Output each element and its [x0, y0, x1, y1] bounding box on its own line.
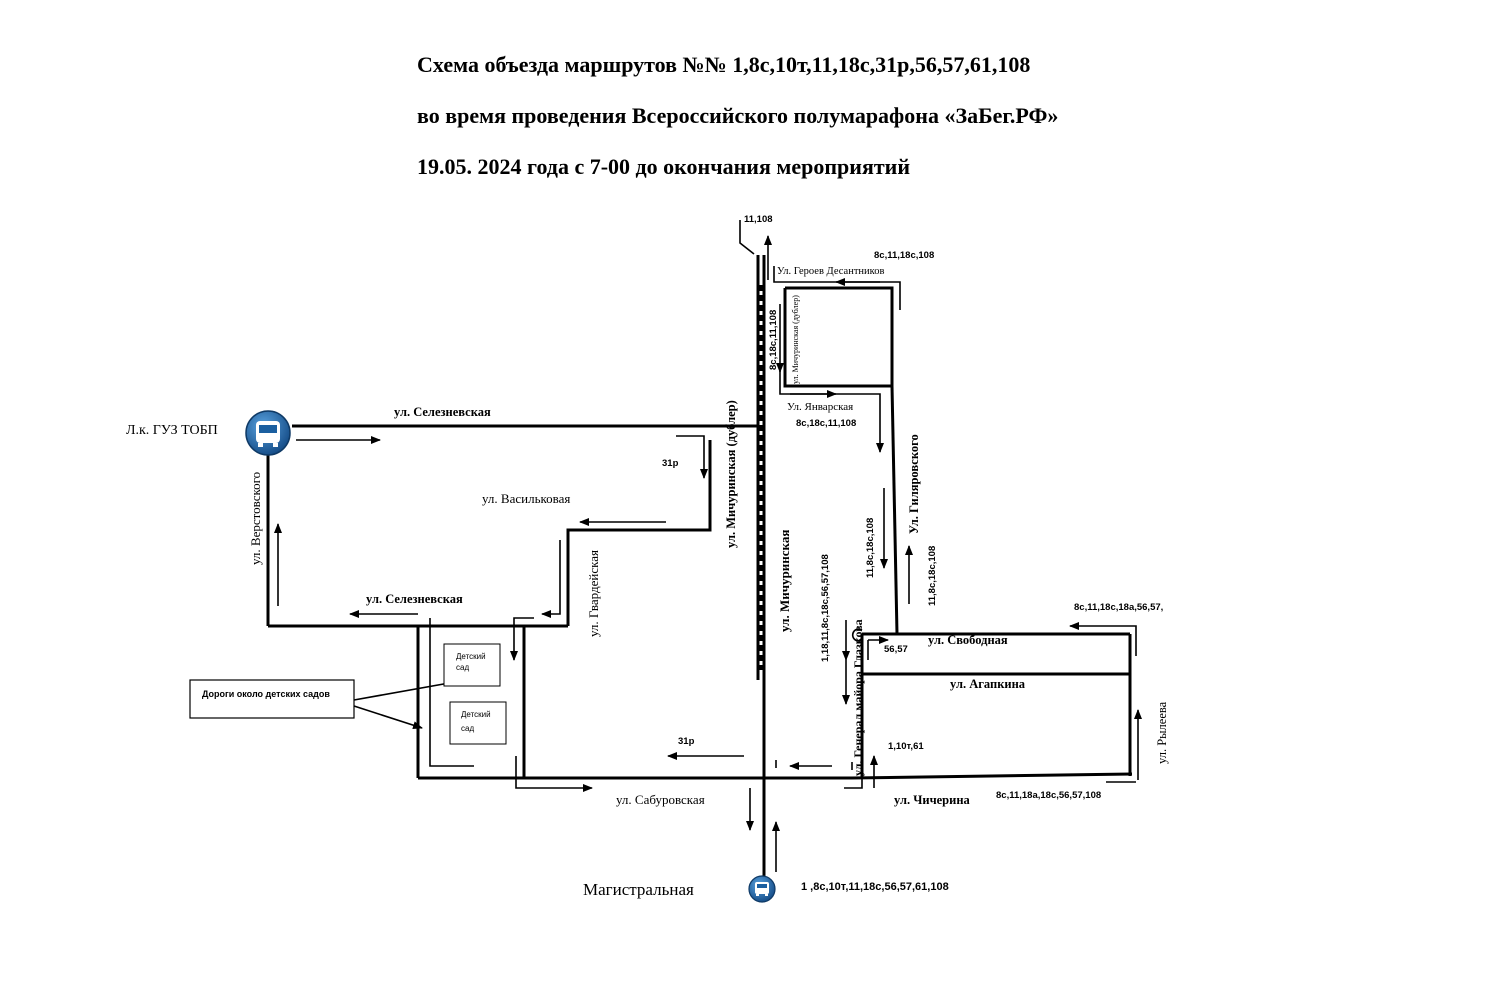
- street-general-glazkova: ул. Генерал майора Глазкова: [851, 619, 865, 776]
- route-arrows: [274, 220, 1142, 872]
- route-label-31p-top: 31р: [662, 458, 679, 469]
- title-line-1: Схема объезда маршрутов №№ 1,8с,10т,11,1…: [417, 52, 1031, 77]
- street-michurinskaya: ул. Мичуринская: [777, 530, 792, 632]
- kindergarten-1: [443, 643, 501, 687]
- title-line-2: во время проведения Всероссийского полум…: [417, 103, 1059, 128]
- pointer-kindergarten-2: [353, 705, 423, 730]
- street-ryleeva: ул. Рылеева: [1155, 701, 1169, 764]
- route-label-31p-bottom: 31р: [678, 736, 695, 747]
- kindergarten-roads-note: [189, 679, 355, 719]
- start-stop-label: Л.к. ГУЗ ТОБП: [126, 423, 218, 438]
- kindergarten-1-label-line2: сад: [456, 663, 469, 672]
- route-label-11-8c-18c-108-a: 11,8с,18с,108: [865, 518, 876, 578]
- route-label-long: 1,18,11,8с,18с,56,57,108: [820, 554, 831, 662]
- arrow-sabourovskaya-east: [515, 756, 593, 792]
- kindergarten-roads-note-text: Дороги около детских садов: [202, 689, 330, 699]
- route-label-8c-18c-11-108-yanvar: 8с,18с,11,108: [796, 418, 856, 429]
- road-geroev-desantnikov: [783, 286, 894, 388]
- street-gvardeyskaya: ул. Гвардейская: [586, 550, 601, 637]
- arrow-gvardeyskaya: [541, 540, 561, 618]
- road-vasilkovaya: [566, 440, 712, 626]
- route-label-svobodnaya: 8с,11,18с,18а,56,57,: [1074, 602, 1163, 613]
- bus-stop-icon: [748, 875, 776, 903]
- street-michurinskaya-dubler: ул. Мичуринская (дублер): [724, 400, 738, 548]
- kindergarten-1-label-line1: Детский: [456, 652, 486, 661]
- end-stop-routes: 1 ,8с,10т,11,18с,56,57,61,108: [801, 881, 949, 893]
- street-seleznevskaya-bottom: ул. Селезневская: [366, 592, 463, 606]
- route-line-11-108: [739, 220, 755, 255]
- street-gilyarovskogo: Ул. Гиляровского: [907, 434, 921, 534]
- route-label-11-8c-18c-108-b: 11,8с,18с,108: [927, 546, 938, 606]
- road-gilyarovskogo: [890, 385, 899, 635]
- route-label-chicherina: 8с,11,18а,18с,56,57,108: [996, 790, 1101, 801]
- route-label-8c-11-18c-108: 8с,11,18с,108: [874, 250, 934, 261]
- street-verstovskogo: ул. Верстовского: [248, 472, 263, 565]
- route-label-1-10t-61: 1,10т,61: [888, 741, 924, 752]
- route-label-56-57: 56,57: [884, 644, 908, 655]
- bus-stop-icon: [245, 410, 291, 456]
- kindergarten-2-label-line2: сад: [461, 724, 474, 733]
- street-chicherina: ул. Чичерина: [894, 793, 971, 807]
- street-sabourovskaya: ул. Сабуровская: [616, 792, 705, 807]
- street-agapkina: ул. Агапкина: [950, 677, 1026, 691]
- kindergarten-2-label-line1: Детский: [461, 710, 491, 719]
- street-yanvarskaya: Ул. Январская: [787, 401, 853, 413]
- street-vasilkovaya: ул. Васильковая: [482, 491, 570, 506]
- street-michurinskaya-dubler-north: ул. Мичуринская (дублер): [791, 295, 800, 384]
- street-svobodnaya: ул. Свободная: [928, 633, 1008, 647]
- title-line-3: 19.05. 2024 года с 7-00 до окончания мер…: [417, 154, 911, 179]
- arrow-31p-south: [676, 435, 708, 479]
- street-geroev-desantnikov: Ул. Героев Десантников: [777, 266, 884, 277]
- route-label-8c-18c-11-108-vertical: 8с,18с,11,108: [768, 310, 779, 370]
- route-label-11-108: 11,108: [744, 214, 773, 225]
- street-seleznevskaya-top: ул. Селезневская: [394, 405, 491, 419]
- roads: [266, 255, 1133, 880]
- arrow-kindergarten-south: [510, 617, 534, 661]
- end-stop-label: Магистральная: [583, 880, 694, 899]
- arrow-gilyarovskogo-south: [860, 393, 884, 453]
- road-chicherina: [851, 772, 1133, 780]
- kindergarten-2: [449, 701, 507, 745]
- arrow-svobodnaya-west: [1069, 622, 1137, 656]
